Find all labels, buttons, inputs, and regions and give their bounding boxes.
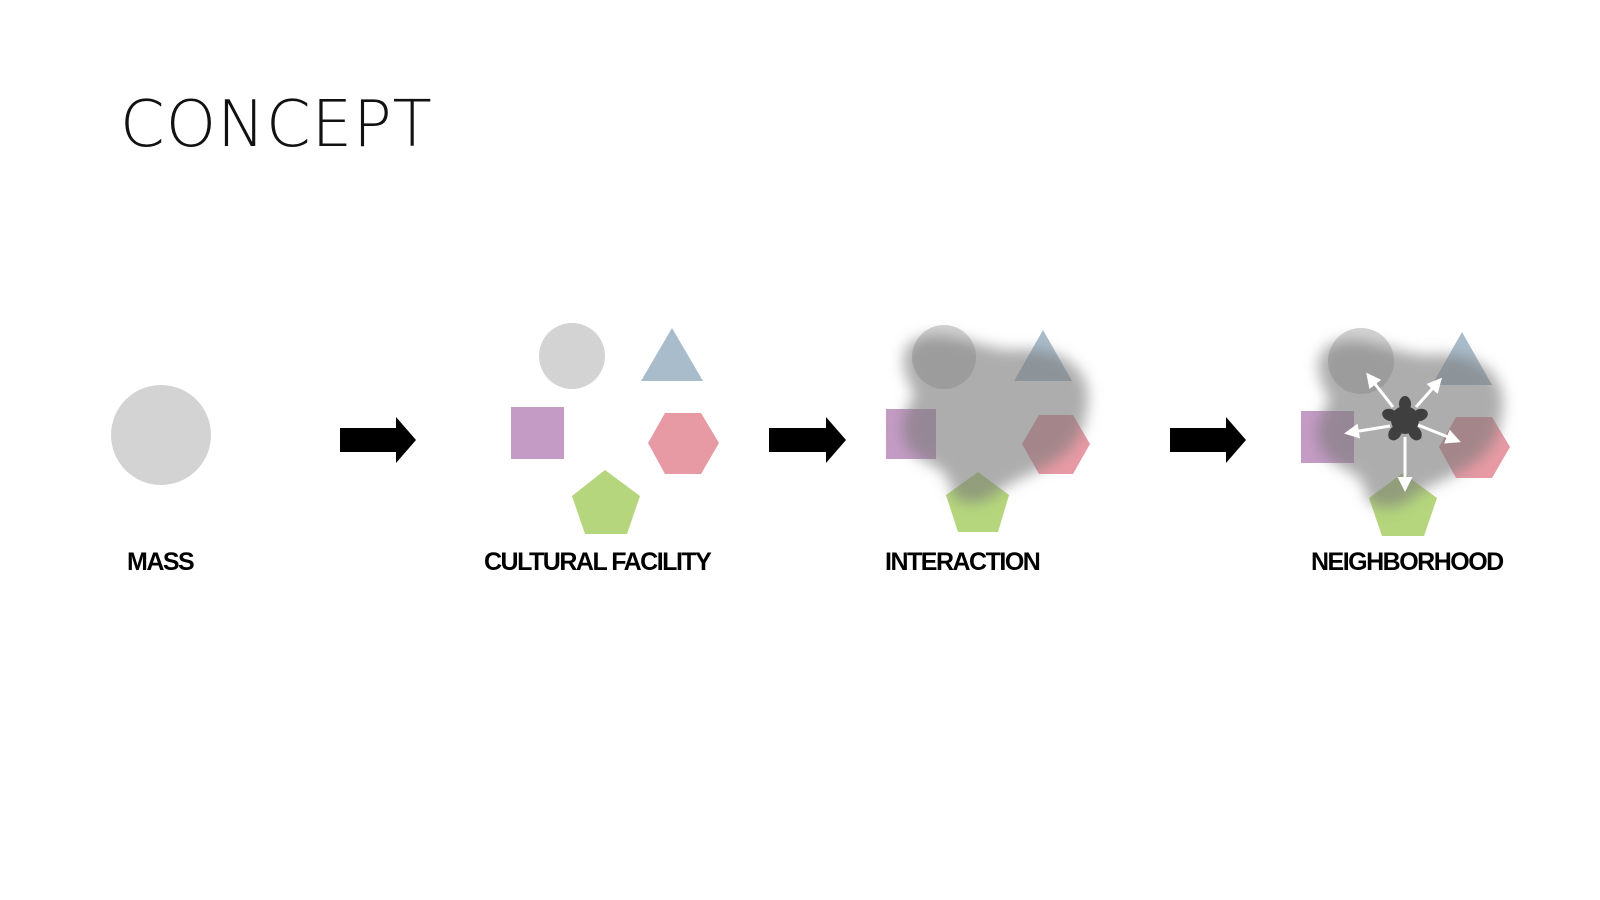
stage-label-interaction: INTERACTION <box>885 548 1041 576</box>
cultural-pentagon <box>572 470 640 534</box>
flow-arrow-3 <box>1170 417 1246 463</box>
radiating-arrows <box>1344 372 1461 492</box>
stage-label-neighborhood: NEIGHBORHOOD <box>1311 548 1504 576</box>
flow-arrow-1 <box>340 417 416 463</box>
stage-neighborhood <box>1301 328 1510 536</box>
radiating-arrow-right <box>1417 423 1461 444</box>
mass-circle <box>111 385 211 485</box>
stage-interaction <box>886 325 1090 532</box>
page-title: CONCEPT <box>120 88 433 162</box>
cultural-circle <box>539 323 605 389</box>
flow-arrow-2 <box>769 417 846 463</box>
cultural-hexagon <box>648 413 719 474</box>
radiating-arrow-up-right <box>1414 377 1442 408</box>
cultural-triangle <box>641 328 703 381</box>
radiating-arrow-up-left <box>1366 372 1395 408</box>
stage-cultural-facility <box>511 323 719 534</box>
radiating-arrow-left <box>1344 423 1391 439</box>
stage-label-cultural-facility: CULTURAL FACILITY <box>484 548 712 576</box>
cultural-square <box>511 407 564 459</box>
stage-mass <box>111 385 211 485</box>
interaction-blob <box>902 335 1089 503</box>
hub-asterisk <box>1382 396 1428 441</box>
stage-label-mass: MASS <box>127 548 195 576</box>
